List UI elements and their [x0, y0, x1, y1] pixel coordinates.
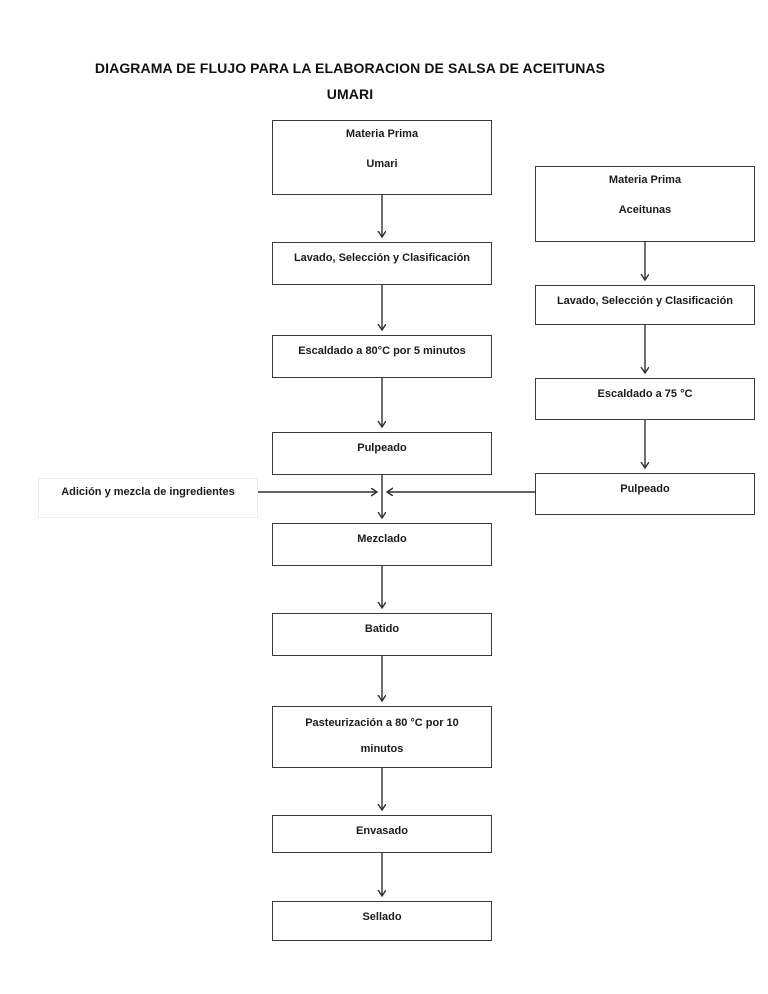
node-pulpeado-aceitunas: Pulpeado [535, 473, 755, 515]
node-text: Umari [366, 158, 398, 170]
node-text: Pulpeado [357, 442, 407, 454]
node-text: Materia Prima [608, 174, 682, 186]
node-materia-prima-aceitunas: Materia Prima Aceitunas [535, 166, 755, 242]
node-text: Sellado [362, 911, 402, 923]
node-envasado: Envasado [272, 815, 492, 853]
label-text: Adición y mezcla de ingredientes [61, 486, 235, 498]
node-text: Aceitunas [618, 204, 672, 216]
node-lavado-umari: Lavado, Selección y Clasificación [272, 242, 492, 285]
node-text: Mezclado [357, 533, 407, 545]
node-text: Pulpeado [620, 483, 670, 495]
node-escaldado-aceitunas: Escaldado a 75 °C [535, 378, 755, 420]
node-text: Lavado, Selección y Clasificación [293, 252, 471, 264]
node-text: Materia Prima [345, 128, 419, 140]
node-text: Escaldado a 80°C por 5 minutos [298, 345, 466, 357]
node-batido: Batido [272, 613, 492, 656]
node-text: Escaldado a 75 °C [597, 388, 693, 400]
node-pasteurizacion: Pasteurización a 80 °C por 10 minutos [272, 706, 492, 768]
node-mezclado: Mezclado [272, 523, 492, 566]
node-text: Envasado [356, 825, 408, 837]
node-sellado: Sellado [272, 901, 492, 941]
node-text: Batido [364, 623, 400, 635]
label-adicion-ingredientes: Adición y mezcla de ingredientes [38, 478, 258, 518]
node-escaldado-umari: Escaldado a 80°C por 5 minutos [272, 335, 492, 378]
node-lavado-aceitunas: Lavado, Selección y Clasificación [535, 285, 755, 325]
node-materia-prima-umari: Materia Prima Umari [272, 120, 492, 195]
node-text: Lavado, Selección y Clasificación [556, 295, 734, 307]
node-text: minutos [360, 743, 404, 755]
diagram-title-line2: UMARI [326, 86, 374, 102]
node-pulpeado-umari: Pulpeado [272, 432, 492, 475]
diagram-title: DIAGRAMA DE FLUJO PARA LA ELABORACION DE… [40, 58, 660, 104]
diagram-title-line1: DIAGRAMA DE FLUJO PARA LA ELABORACION DE… [94, 60, 606, 76]
node-text: Pasteurización a 80 °C por 10 [305, 717, 459, 729]
